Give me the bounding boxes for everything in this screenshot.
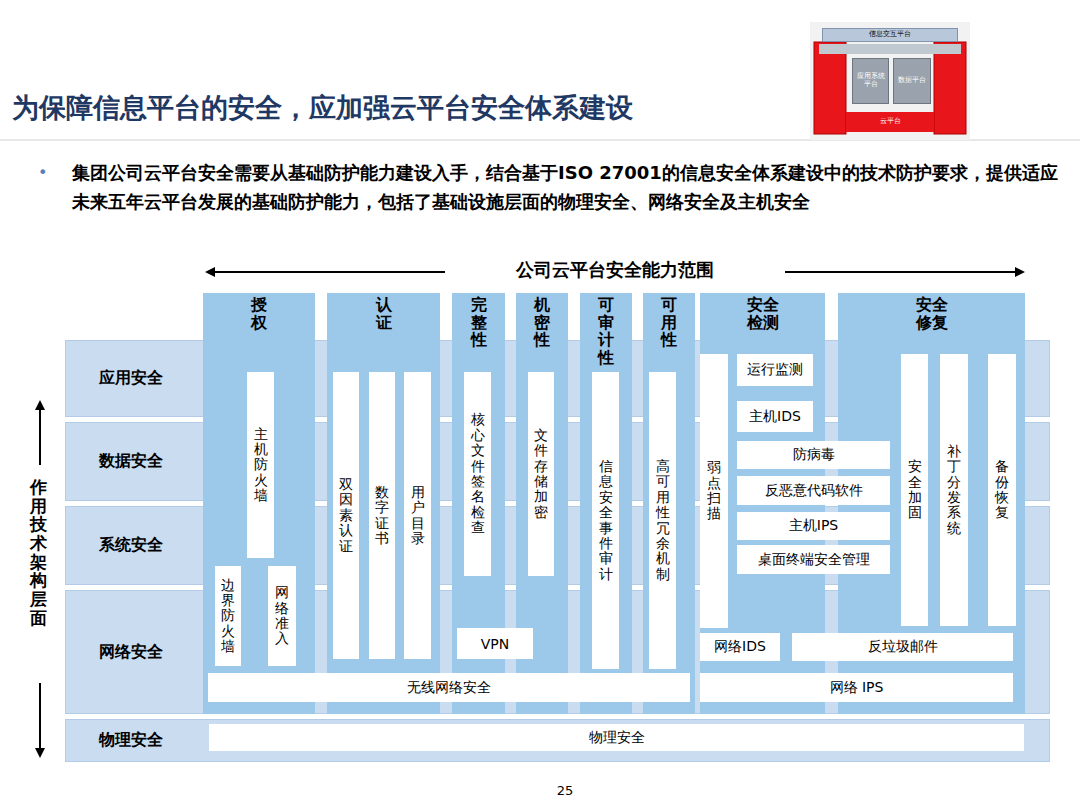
box-text: 反垃圾邮件 [868,638,938,656]
layer-label: 应用安全 [66,368,196,389]
box-text: 文件存储加密 [534,428,548,520]
function-box: 网络IDS [700,633,780,661]
box-text: 补丁分发系统 [947,444,961,536]
box-text: VPN [481,636,510,652]
box-text: 主机IPS [789,517,838,535]
layer-band: 物理安全 物理安全 [65,719,1050,762]
box-text: 边界防火墙 [221,578,235,655]
box-text: 运行监测 [747,361,803,379]
box-text: 主机防火墙 [254,427,268,504]
box-text: 网络IDS [714,638,766,656]
red-pillar [814,42,846,134]
column-heading: 完整性 [471,296,487,349]
box-text: 数字证书 [375,485,389,547]
function-box: 防病毒 [737,441,890,469]
box-text: 防病毒 [793,446,835,464]
platform-block: 数据平台 [893,58,931,104]
bullet-dot: • [38,163,47,182]
box-text: 双因素认证 [339,477,353,554]
box-text: 信息安全事件审计 [599,459,613,582]
function-box: 主机IDS [737,401,813,432]
box-text: 核心文件签名检查 [471,412,485,535]
column-heading: 安全修复 [916,296,948,331]
red-pillar [934,42,966,134]
column-heading: 授权 [251,296,267,331]
function-box: VPN [457,628,533,659]
function-box: 桌面终端安全管理 [737,545,890,574]
function-box: 运行监测 [737,354,813,386]
slide-title: 为保障信息平台的安全，应加强云平台安全体系建设 [12,90,633,126]
scope-arrow [785,271,1023,273]
capability-column: 授权主机防火墙边界防火墙 网络准入 [203,293,315,714]
column-heading: 机密性 [534,296,550,349]
column-heading: 可用性 [661,296,677,349]
box-text: 桌面终端安全管理 [758,551,870,569]
box-text: 弱点扫描 [707,460,721,522]
function-box: 主机防火墙 [247,372,274,558]
layer-label: 网络安全 [66,642,196,663]
page-number: 25 [520,783,610,798]
box-text: 反恶意代码软件 [765,482,863,500]
column-heading: 认证 [376,296,392,331]
function-box: 高可用性冗余机制 [649,372,676,669]
box-text: 安全加固 [908,459,922,521]
function-box: 补丁分发系统 [940,354,968,626]
box-text: 信息交互平台 [824,31,956,39]
function-box: 数字证书 [369,372,395,659]
layer-label: 系统安全 [66,535,196,556]
platform-block: 信息交互平台 [822,28,958,42]
layer-label: 数据安全 [66,451,196,472]
function-box: 网络准入 [268,566,296,666]
axis-label: 作用技术架构层面 [30,478,47,628]
function-box: 网络 IPS [700,673,1013,702]
box-text: 高可用性冗余机制 [656,459,670,582]
function-box: 弱点扫描 [700,354,728,628]
bullet-text: 集团公司云平台安全需要从基础防护能力建设入手，结合基于ISO 27001的信息安… [72,158,1062,216]
platform-illustration [810,22,970,140]
capability-column: 可审计性信息安全事件审计 [580,293,632,714]
function-box: 文件存储加密 [528,372,554,576]
box-text: 云平台 [848,118,932,126]
box-text: 网络 IPS [830,679,884,697]
function-box: 物理安全 [209,724,1024,751]
function-box: 信息安全事件审计 [592,372,619,669]
box-text: 应用系统平台 [854,73,887,88]
axis-arrow [39,683,41,756]
function-box: 主机IPS [737,512,890,540]
function-box: 备份恢复 [988,354,1016,626]
layer-label: 物理安全 [66,730,196,751]
function-box: 双因素认证 [333,372,359,659]
illustration-ground [810,22,970,140]
box-text: 物理安全 [589,729,645,747]
grey-slab [819,44,961,54]
function-box: 边界防火墙 [215,566,241,666]
function-box: 反垃圾邮件 [792,633,1013,661]
scope-label: 公司云平台安全能力范围 [450,258,780,282]
column-heading: 可审计性 [598,296,614,366]
function-box: 反恶意代码软件 [737,476,890,505]
axis-arrow [39,402,41,465]
box-text: 网络准入 [275,585,289,647]
platform-block: 应用系统平台 [852,58,889,104]
function-box: 无线网络安全 [208,673,690,702]
box-text: 无线网络安全 [407,679,491,697]
scope-arrow [207,271,445,273]
platform-block: 云平台 [846,112,934,132]
function-box: 核心文件签名检查 [464,372,491,576]
box-text: 用户目录 [411,485,425,547]
box-text: 主机IDS [749,408,801,426]
capability-column: 认证双因素认证 数字证书 用户目录 [327,293,440,714]
capability-column: 可用性高可用性冗余机制 [643,293,695,714]
function-box: 安全加固 [901,354,928,626]
box-text: 备份恢复 [995,459,1009,521]
box-text: 数据平台 [895,77,929,85]
column-heading: 安全检测 [747,296,779,331]
function-box: 用户目录 [404,372,431,659]
